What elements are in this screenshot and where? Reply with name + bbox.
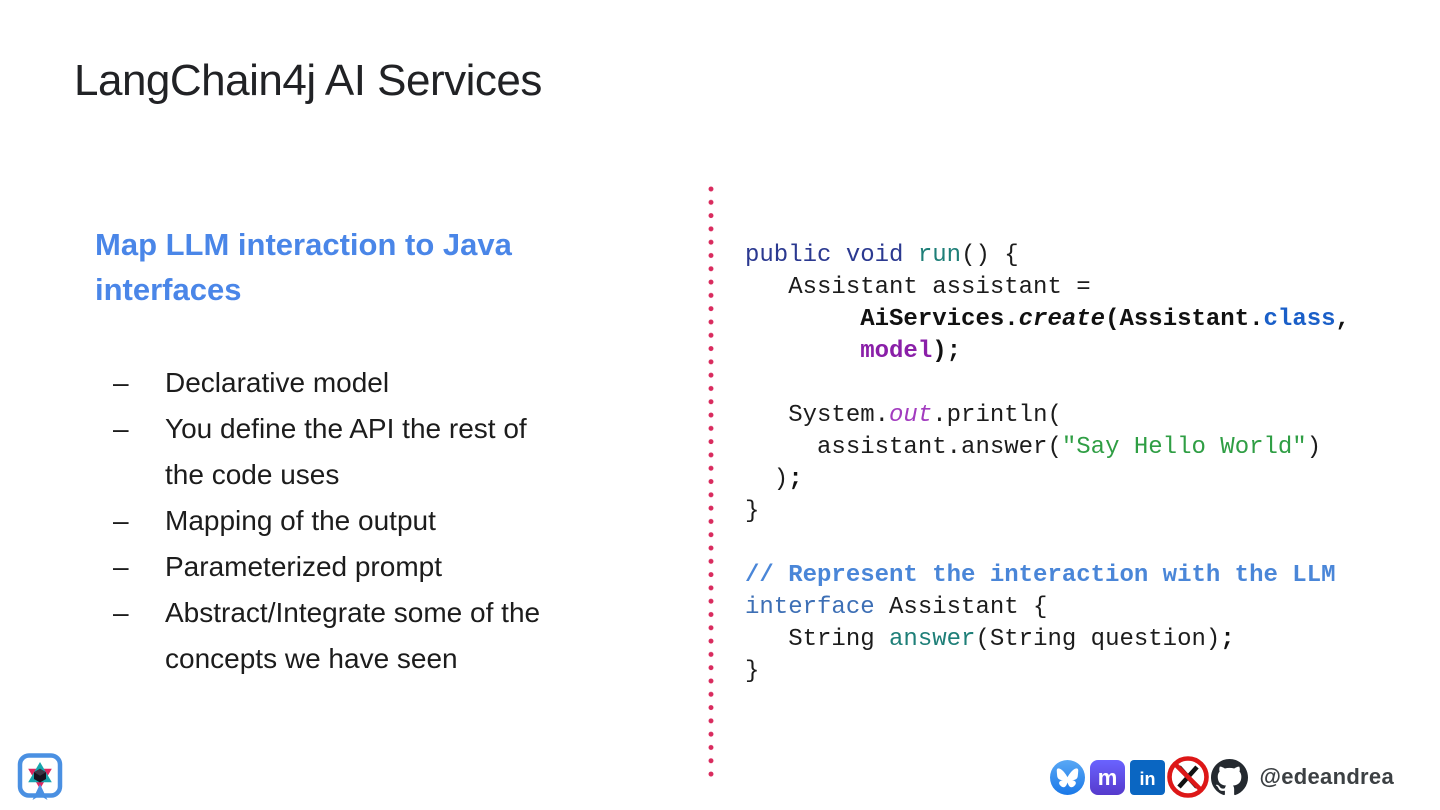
bullet-dash: – <box>113 505 129 536</box>
bullet-dash: – <box>113 597 129 628</box>
bullet-text: Abstract/Integrate some of the concepts … <box>165 597 541 674</box>
code-line <box>745 528 1350 560</box>
code-line: } <box>745 658 760 685</box>
bullet-text: Declarative model <box>165 367 390 398</box>
github-icon <box>1211 758 1249 795</box>
code-line: model); <box>860 338 962 365</box>
list-item: – You define the API the rest of the code… <box>95 406 567 498</box>
logo-icon <box>17 753 63 800</box>
bullet-text: Parameterized prompt <box>165 551 443 582</box>
code-line: Assistant assistant = <box>745 274 1091 301</box>
code-line <box>745 368 1350 400</box>
list-item: – Declarative model <box>95 360 567 406</box>
bullet-dash: – <box>113 367 129 398</box>
list-item: – Parameterized prompt <box>95 544 567 590</box>
code-line: // Represent the interaction with the LL… <box>745 562 1336 589</box>
bullet-text: Mapping of the output <box>165 505 436 536</box>
code-line: } <box>745 498 760 525</box>
bullet-dash: – <box>113 551 129 582</box>
bluesky-icon <box>1050 759 1086 795</box>
code-line: String answer(String question); <box>745 626 1235 653</box>
code-line: public void run() { <box>745 242 1019 269</box>
bullet-text: You define the API the rest of the code … <box>165 413 527 490</box>
code-line: interface Assistant { <box>745 594 1048 621</box>
social-handle: @edeandrea <box>1259 764 1394 789</box>
code-line: AiServices.create(Assistant.class, <box>860 306 1350 333</box>
left-column: Map LLM interaction to Java interfaces –… <box>95 222 655 682</box>
section-heading: Map LLM interaction to Java interfaces <box>95 227 512 307</box>
page-title: LangChain4j AI Services <box>74 56 542 105</box>
linkedin-glyph: in <box>1140 769 1156 789</box>
linkedin-icon: in <box>1130 759 1166 795</box>
bullet-dash: – <box>113 413 129 444</box>
conference-logo <box>15 748 65 804</box>
bullet-list: – Declarative model – You define the API th… <box>95 360 655 682</box>
mastodon-icon: m <box>1090 759 1126 795</box>
x-twitter-blocked-icon <box>1167 756 1210 798</box>
code-block: public void run() { Assistant assistant … <box>745 240 1350 688</box>
dotted-divider <box>708 183 714 780</box>
code-line: System.out.println( <box>745 402 1062 429</box>
social-footer: m in @edeandrea <box>1050 754 1394 800</box>
list-item: – Mapping of the output <box>95 498 567 544</box>
mastodon-glyph: m <box>1098 765 1118 790</box>
list-item: – Abstract/Integrate some of the concepts… <box>95 590 567 682</box>
code-line: ); <box>745 466 803 493</box>
code-line: assistant.answer("Say Hello World") <box>745 434 1322 461</box>
